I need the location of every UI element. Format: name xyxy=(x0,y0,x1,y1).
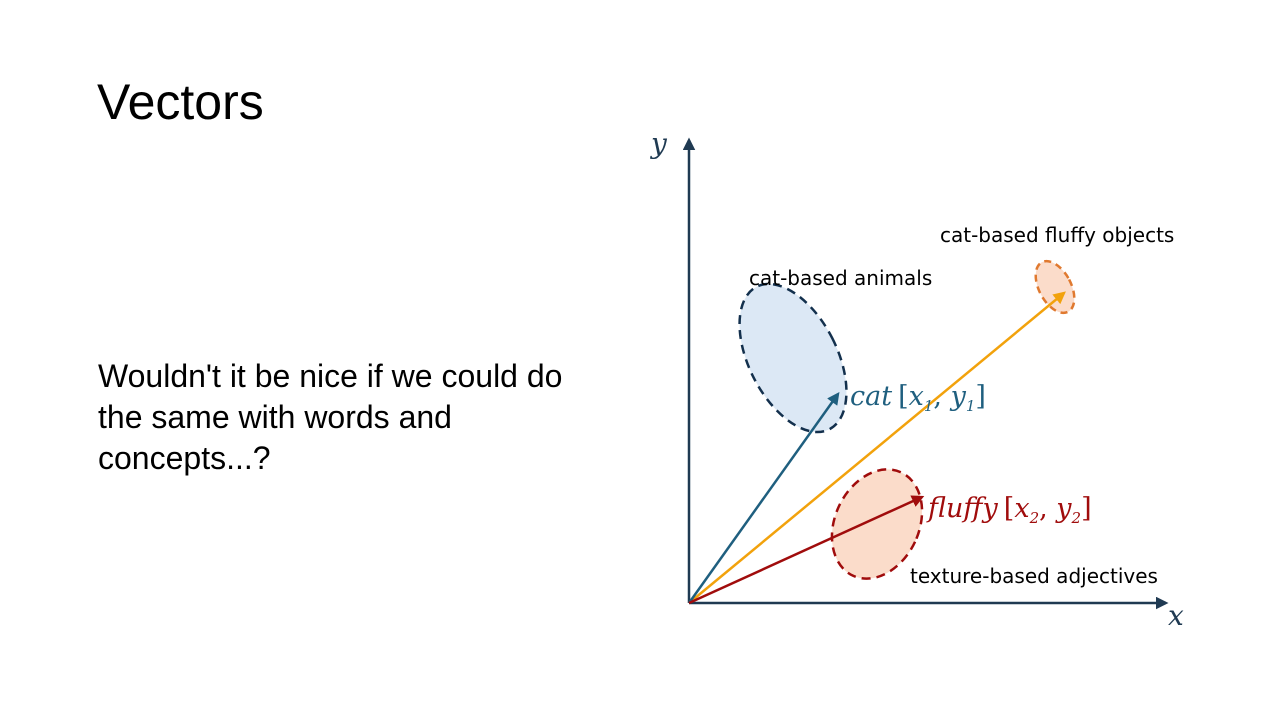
x-axis-label: x xyxy=(1168,599,1184,632)
cat-vector-arrow xyxy=(687,391,840,604)
cat-based-animals-cluster xyxy=(738,282,848,434)
combined-vector-arrow xyxy=(688,291,1066,604)
cat-y-subscript: 1 xyxy=(966,397,976,415)
y-axis-label: y xyxy=(649,127,668,160)
fluffy-x-subscript: 2 xyxy=(1029,509,1040,527)
slide-title: Vectors xyxy=(97,74,264,130)
cat-vector-label: cat[x1, y1] xyxy=(850,381,986,415)
texture-based-adjectives-label: texture-based adjectives xyxy=(910,564,1158,588)
cat-based-fluffy-objects-label: cat-based fluffy objects xyxy=(940,223,1174,247)
fluffy-y-component: y xyxy=(1055,493,1072,524)
fluffy-y-subscript: 2 xyxy=(1071,509,1082,527)
cat-x-component: x xyxy=(909,381,924,412)
texture-based-adjectives-cluster xyxy=(830,468,924,580)
cat-based-fluffy-objects-cluster xyxy=(1034,259,1076,315)
fluffy-x-component: x xyxy=(1014,493,1029,524)
slide-body-text: Wouldn't it be nice if we could do the s… xyxy=(98,358,563,476)
cat-word: cat xyxy=(850,381,892,412)
fluffy-vector-label: fluffy[x2, y2] xyxy=(926,493,1092,527)
cat-based-animals-label: cat-based animals xyxy=(749,266,932,290)
cat-x-subscript: 1 xyxy=(924,397,934,415)
cat-y-component: y xyxy=(950,381,967,412)
fluffy-vector-arrow xyxy=(688,495,925,605)
fluffy-word: fluffy xyxy=(926,493,999,524)
